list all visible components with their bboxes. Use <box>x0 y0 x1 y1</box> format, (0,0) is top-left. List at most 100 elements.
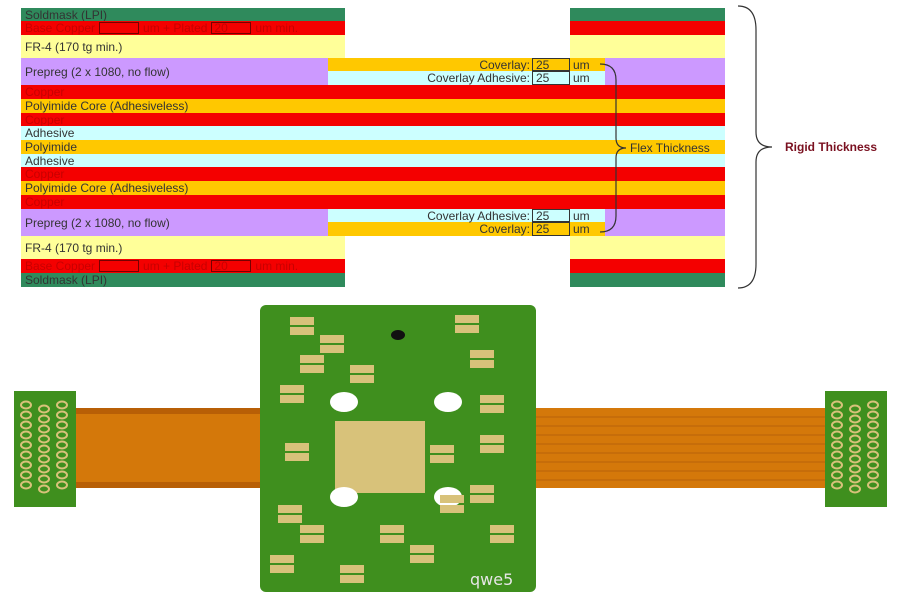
layer-label: Copper <box>25 112 65 127</box>
smd-pad <box>410 555 434 563</box>
rigid-brace <box>737 5 773 289</box>
coverlay-adhesive-input[interactable]: 25 <box>532 71 570 85</box>
coverlay-unit-bottom: um <box>573 222 590 236</box>
connector-pin <box>831 450 843 460</box>
rigid-flex-pcb-photo: qwe5 <box>14 305 887 592</box>
smd-pad <box>480 405 504 413</box>
smd-pad <box>480 435 504 443</box>
connector-pin <box>867 460 879 470</box>
layer-label: Adhesive <box>25 126 75 140</box>
connector-pin <box>38 424 50 434</box>
layer-label: Prepreg (2 x 1080, no flow) <box>25 215 170 230</box>
smd-pad <box>340 565 364 573</box>
layer-coverlay-adhesive-bottom <box>328 209 605 222</box>
connector-pin <box>849 454 861 464</box>
connector-pin <box>831 430 843 440</box>
smd-pad <box>380 535 404 543</box>
connector-pin <box>831 420 843 430</box>
smd-pad <box>340 575 364 583</box>
connector-pin <box>38 474 50 484</box>
connector-pin <box>56 480 68 490</box>
plated-unit: um min. <box>255 259 299 273</box>
connector-pin <box>38 414 50 424</box>
plated-label: um + Plated <box>143 21 208 35</box>
coverlay-unit: um <box>573 57 590 72</box>
connector-pin <box>831 470 843 480</box>
layer-prepreg-bottom-right <box>605 209 725 236</box>
smd-pad <box>470 485 494 493</box>
connector-pin <box>849 424 861 434</box>
rigid-board: qwe5 <box>260 305 536 592</box>
connector-pin <box>20 440 32 450</box>
layer-label: Polyimide <box>25 140 78 154</box>
smd-pad <box>430 455 454 463</box>
connector-pin <box>849 404 861 414</box>
smd-pad <box>440 505 464 513</box>
coverlay-input[interactable]: 25 <box>532 58 570 72</box>
smd-pad <box>280 385 304 393</box>
mounting-hole <box>434 392 462 412</box>
smd-pad <box>480 395 504 403</box>
coverlay-adhesive-label: Coverlay Adhesive: <box>427 71 530 85</box>
layer-label: Copper <box>25 195 65 209</box>
coverlay-label: Coverlay: <box>479 57 530 72</box>
smd-pad <box>480 445 504 453</box>
connector-pin <box>20 450 32 460</box>
connector-right <box>825 391 887 507</box>
plated-input-bottom[interactable]: 20 <box>211 260 252 272</box>
layer-label: Prepreg (2 x 1080, no flow) <box>25 64 170 79</box>
connector-pin <box>849 474 861 484</box>
connector-pin <box>56 420 68 430</box>
connector-pin <box>831 460 843 470</box>
connector-pin <box>867 400 879 410</box>
layer-coverlay-top <box>328 58 605 71</box>
plated-label: um + Plated <box>143 259 208 273</box>
layer-label: Copper <box>25 167 65 181</box>
layer-fr4-bottom: FR-4 (170 tg min.) <box>21 236 345 259</box>
smd-pad <box>430 445 454 453</box>
via-black <box>391 330 405 340</box>
smd-pad <box>300 355 324 363</box>
smd-pad <box>290 327 314 335</box>
connector-pin <box>849 444 861 454</box>
layer-copper-2: Copper <box>21 113 725 126</box>
base-copper-input[interactable] <box>99 22 140 34</box>
mounting-hole <box>330 487 358 507</box>
layer-label: Adhesive <box>25 153 75 168</box>
layer-base-copper-top: Base Copper um + Plated 20 um min. <box>21 21 345 35</box>
connector-pin <box>38 454 50 464</box>
connector-left <box>14 391 76 507</box>
connector-pin <box>38 484 50 494</box>
mounting-hole <box>330 392 358 412</box>
connector-pin <box>831 440 843 450</box>
flex-thickness-label: Flex Thickness <box>630 141 710 155</box>
smd-pad <box>455 315 479 323</box>
layer-coverlay-bottom <box>328 222 605 236</box>
connector-pin <box>20 460 32 470</box>
layer-copper-3: Copper <box>21 167 725 181</box>
connector-pin <box>20 480 32 490</box>
connector-pin <box>831 400 843 410</box>
smd-pad <box>300 525 324 533</box>
base-copper-input-bottom[interactable] <box>99 260 140 272</box>
layer-soldmask-top: Soldmask (LPI) <box>21 8 345 21</box>
layer-copper-1: Copper <box>21 85 725 99</box>
smd-pad <box>300 535 324 543</box>
layer-adhesive-2: Adhesive <box>21 154 725 167</box>
flex-brace <box>599 63 627 233</box>
smd-pad <box>300 365 324 373</box>
layer-soldmask-bottom: Soldmask (LPI) <box>21 273 345 287</box>
smd-pad <box>270 565 294 573</box>
coverlay-input-bottom[interactable]: 25 <box>532 222 570 236</box>
connector-pin <box>56 400 68 410</box>
central-pad <box>335 421 425 493</box>
layer-prepreg-top: Prepreg (2 x 1080, no flow) <box>21 58 328 85</box>
connector-pin <box>56 430 68 440</box>
layer-fr4-bottom-right <box>570 236 725 259</box>
connector-pin <box>849 464 861 474</box>
connector-pin <box>38 434 50 444</box>
coverlay-adhesive-input-bottom[interactable]: 25 <box>532 209 570 223</box>
smd-pad <box>290 317 314 325</box>
plated-input[interactable]: 20 <box>211 22 252 34</box>
connector-pin <box>56 410 68 420</box>
